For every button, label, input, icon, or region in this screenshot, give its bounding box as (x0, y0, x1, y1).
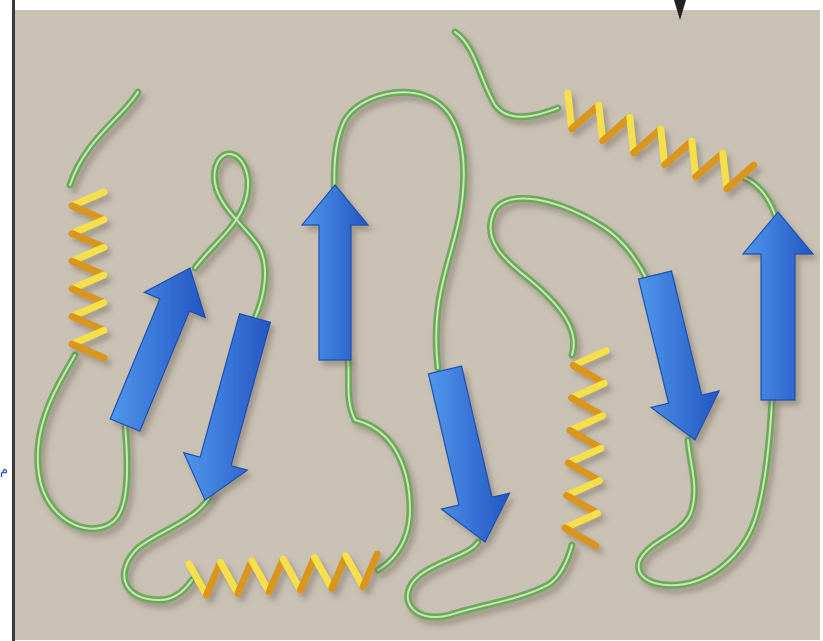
beta-strand-group (110, 185, 813, 542)
helix-front-segment (72, 247, 104, 261)
helix-front-segment (252, 561, 269, 592)
helix-back-segment (570, 430, 601, 448)
coil-loop-highlight (334, 92, 464, 368)
coil-loop (745, 178, 775, 215)
helix-front-segment (573, 351, 606, 366)
helix-front-segment (630, 117, 634, 153)
helix-front-segment (567, 481, 600, 496)
coil-loop (334, 92, 464, 368)
helix-back-segment (72, 317, 104, 331)
helix-back-segment (72, 261, 104, 275)
coil-loop (490, 198, 648, 355)
helix-back-segment (696, 153, 723, 177)
helix-back-segment (72, 289, 104, 303)
helix-front-segment (568, 93, 572, 129)
coil-loop-highlight (70, 92, 138, 185)
helix-back-segment (665, 141, 692, 165)
coil-loop (195, 154, 265, 318)
helix-front-segment (314, 557, 331, 588)
helix-front-segment (692, 141, 696, 177)
helix-front-segment (661, 129, 665, 165)
helix-back-segment (634, 129, 661, 153)
helix-back-segment (572, 398, 603, 416)
helix-back-segment (572, 105, 599, 129)
helix-back-segment (301, 557, 315, 590)
coil-loop (348, 360, 410, 570)
coil-loop-highlight (639, 400, 772, 585)
helix-front-segment (570, 416, 603, 431)
alpha-helix (72, 192, 104, 358)
helix-back-segment (72, 206, 104, 220)
helix-back-segment (238, 561, 252, 594)
coil-loop (38, 355, 127, 529)
helix-back-segment (567, 495, 598, 513)
helix-front-segment (568, 448, 601, 463)
helix-front-segment (220, 562, 237, 593)
beta-strand-arrow (302, 185, 368, 360)
beta-strand-arrow (184, 314, 271, 500)
helix-front-segment (283, 559, 300, 590)
helix-back-segment (269, 559, 283, 592)
alpha-helix (568, 93, 754, 189)
helix-front-segment (599, 105, 603, 141)
beta-strand-arrow (110, 268, 205, 431)
beta-strand-arrow (428, 366, 509, 542)
helix-front-segment (572, 383, 605, 398)
helix-back-segment (332, 556, 346, 589)
helix-front-segment (723, 153, 727, 189)
helix-back-segment (603, 117, 630, 141)
helix-front-segment (72, 275, 104, 289)
helix-front-segment (72, 303, 104, 317)
helix-back-segment (72, 234, 104, 248)
helix-back-segment (568, 463, 599, 481)
helix-front-segment (72, 220, 104, 234)
coil-loop (639, 400, 772, 585)
helix-front-segment (565, 513, 598, 528)
beta-strand-arrow (638, 271, 719, 440)
helix-front-segment (72, 192, 104, 206)
beta-strand-arrow (743, 212, 813, 400)
alpha-helix (189, 554, 377, 595)
alpha-helix (565, 351, 606, 546)
coil-loop (455, 32, 558, 117)
helix-back-segment (207, 562, 221, 595)
coil-loop (408, 542, 572, 617)
helix-front-segment (72, 330, 104, 344)
helix-back-segment (573, 365, 604, 383)
helix-front-segment (346, 556, 363, 587)
